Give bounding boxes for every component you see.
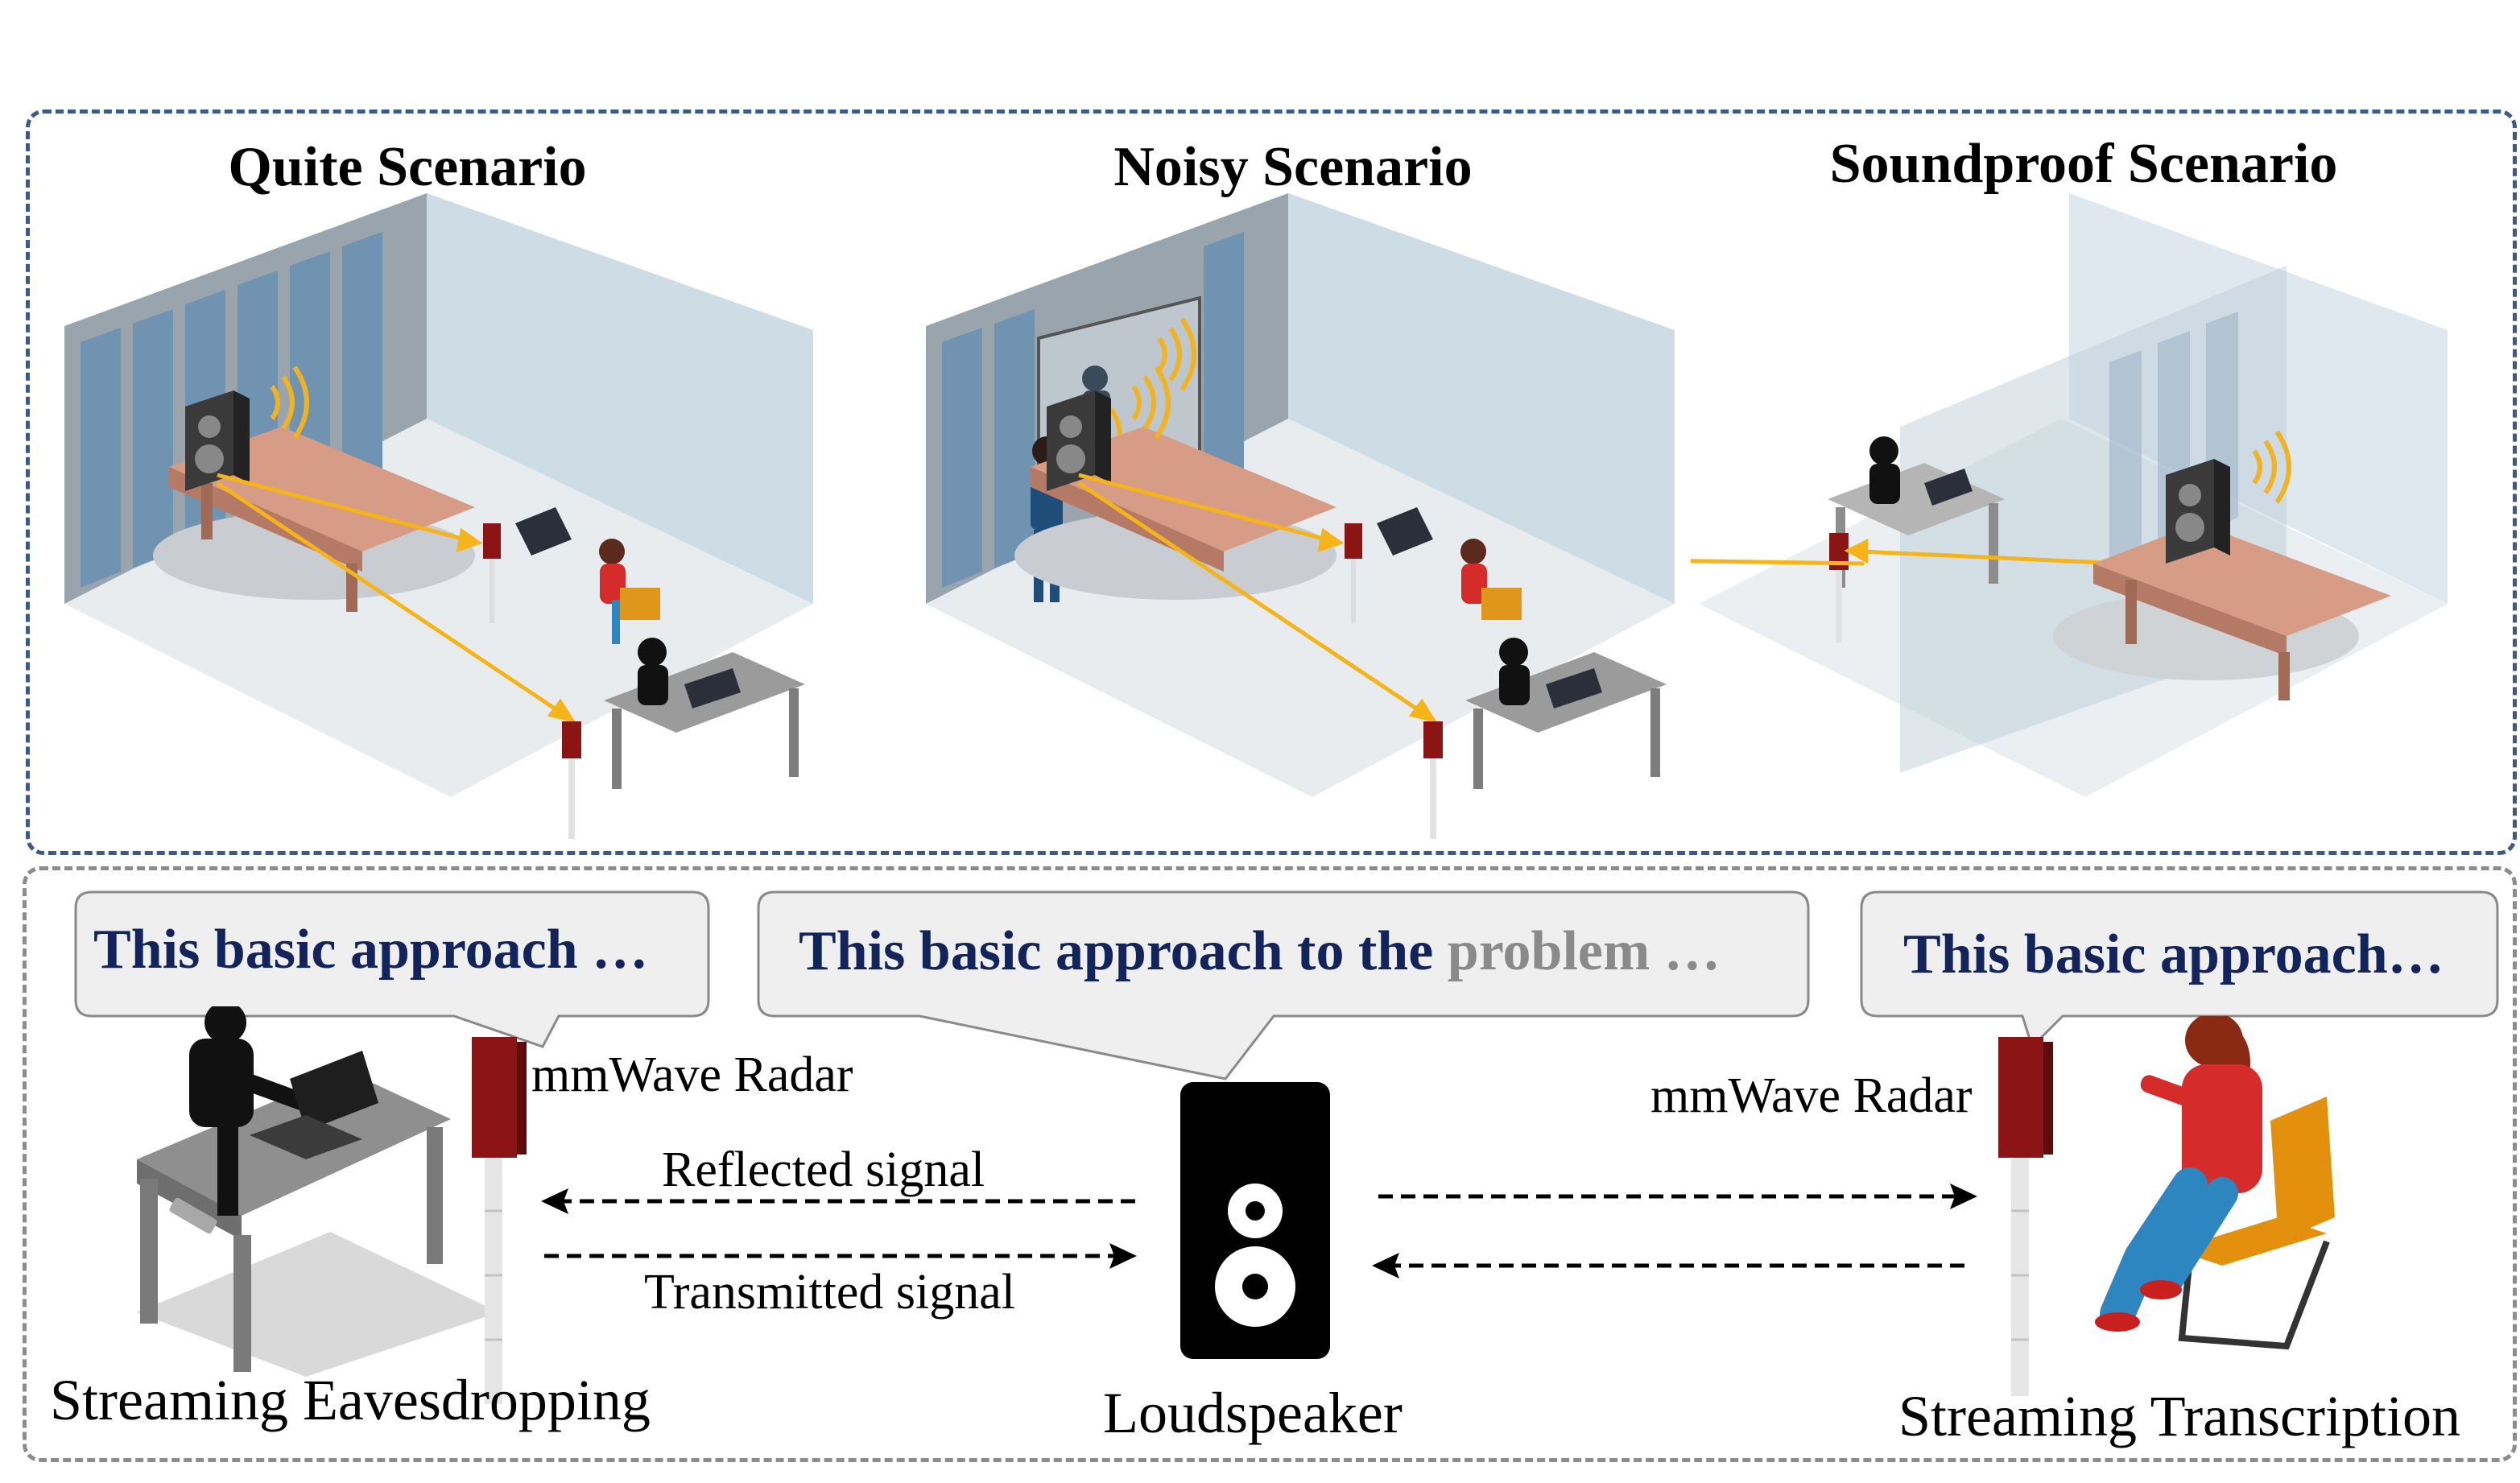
scenario-title-quiet: Quite Scenario — [228, 136, 587, 198]
quiet-scene-illustration — [64, 193, 813, 839]
transmitted-signal-label: Transmitted signal — [644, 1265, 1016, 1320]
chair-icon — [2174, 1097, 2335, 1350]
mmwave-radar-left — [472, 1037, 527, 1404]
scenario-title-soundproof: Soundproof Scenario — [1829, 133, 2338, 195]
scenarios-panel — [26, 109, 2517, 855]
listener-on-chair-illustration — [2095, 1016, 2335, 1350]
noisy-scene-illustration — [926, 193, 1675, 839]
eavesdropping-label: Streaming Eavesdropping — [50, 1368, 651, 1432]
transcription-label: Streaming Transcription — [1898, 1384, 2460, 1448]
speaker-icon — [185, 390, 250, 491]
arrow-head-transmitted — [1109, 1243, 1137, 1269]
radar-label-right: mmWave Radar — [1650, 1068, 1973, 1123]
arrow-head-right-out — [1950, 1184, 1977, 1209]
loudspeaker-label: Loudspeaker — [1103, 1381, 1403, 1445]
deployment-panel — [23, 866, 2517, 1462]
bubble-text-center-muted: problem … — [1447, 920, 1721, 982]
laptop-icon — [250, 1051, 378, 1159]
bubble-text-center-main: This basic approach to the — [799, 920, 1448, 982]
arrow-head-right-in — [1372, 1253, 1399, 1279]
eavesdropper-desk-illustration — [137, 1006, 499, 1377]
speech-bubble-loudspeaker: This basic approach to the problem … — [757, 890, 1810, 1085]
reflected-signal-label: Reflected signal — [662, 1142, 985, 1197]
soundproof-scene-illustration — [1691, 193, 2448, 797]
sound-wave-icon — [270, 366, 309, 440]
bubble-text-left: This basic approach … — [93, 919, 649, 981]
bubble-text-right: This basic approach… — [1903, 923, 2444, 985]
loudspeaker-icon — [1180, 1082, 1330, 1359]
signal-arrow — [216, 473, 576, 723]
arrow-head-reflected — [541, 1188, 568, 1214]
scenario-title-noisy: Noisy Scenario — [1113, 136, 1473, 198]
speech-bubble-transcription: This basic approach… — [1860, 890, 2499, 1053]
person-icon — [2095, 1016, 2262, 1332]
bubble-text-center: This basic approach to the problem … — [799, 919, 1721, 984]
radar-label-left: mmWave Radar — [531, 1047, 853, 1102]
mmwave-radar-right — [1998, 1037, 2053, 1396]
person-silhouette-icon — [189, 1006, 311, 1216]
